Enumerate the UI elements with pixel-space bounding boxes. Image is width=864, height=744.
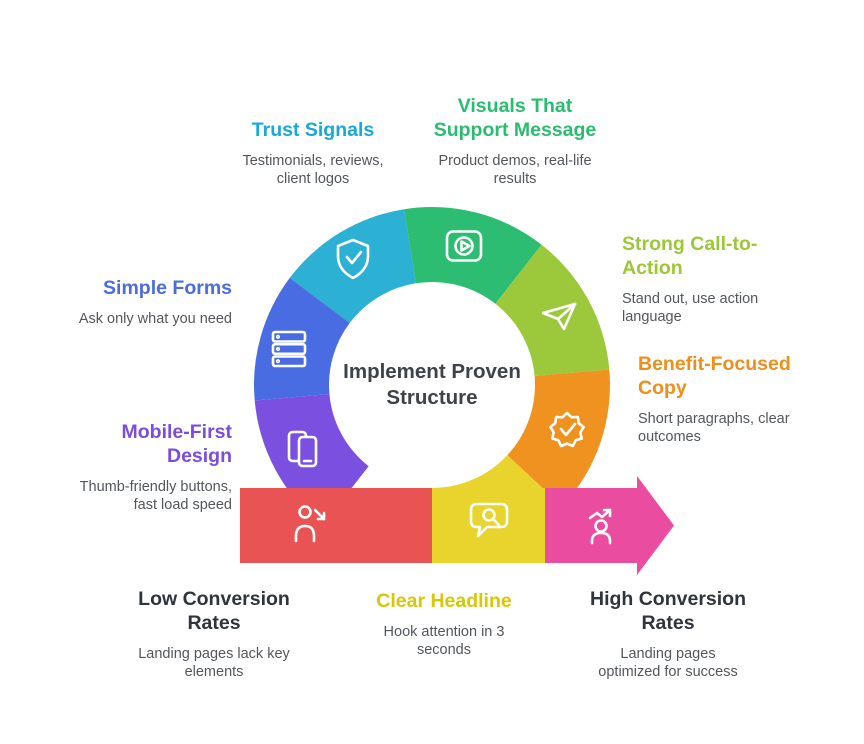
- simple-forms-desc: Ask only what you need: [78, 310, 232, 327]
- label-low-conversion: Low Conversion Rates Landing pages lack …: [104, 588, 324, 682]
- clear-headline-title: Clear Headline: [376, 590, 512, 612]
- clear-headline-desc: Hook attention in 3 seconds: [383, 623, 505, 659]
- label-strong-cta: Strong Call-to- Action Stand out, use ac…: [622, 233, 817, 327]
- benefit-copy-title: Benefit-Focused Copy: [638, 353, 791, 399]
- wedge-benefit-copy: [507, 369, 610, 507]
- low-conversion-desc: Landing pages lack key elements: [138, 645, 290, 681]
- high-conversion-title: High Conversion Rates: [589, 588, 746, 634]
- speech-search-icon: [469, 502, 509, 538]
- person-decline-icon: [294, 505, 326, 543]
- mobile-first-title: Mobile-First Design: [121, 421, 233, 467]
- mobile-first-desc: Thumb-friendly buttons, fast load speed: [79, 478, 232, 514]
- label-high-conversion: High Conversion Rates Landing pages opti…: [556, 588, 780, 682]
- benefit-copy-desc: Short paragraphs, clear outcomes: [638, 410, 790, 446]
- wedge-trust-signals: [289, 209, 416, 323]
- band-arrow-high-conversion: [545, 476, 674, 575]
- visuals-support-title: Visuals That Support Message: [433, 95, 597, 141]
- form-fields-icon: [271, 330, 307, 368]
- band-low-conversion: [240, 488, 432, 563]
- low-conversion-title: Low Conversion Rates: [138, 588, 290, 634]
- wedge-simple-forms: [254, 277, 350, 401]
- label-clear-headline: Clear Headline Hook attention in 3 secon…: [334, 590, 554, 660]
- label-mobile-first: Mobile-First Design Thumb-friendly butto…: [22, 421, 232, 515]
- simple-forms-title: Simple Forms: [103, 277, 232, 299]
- label-visuals-support: Visuals That Support Message Product dem…: [395, 95, 635, 189]
- person-growth-icon: [588, 508, 612, 545]
- badge-check-icon: [549, 411, 585, 448]
- diagram-center-title: Implement Proven Structure: [343, 360, 521, 410]
- band-clear-headline: [432, 488, 545, 563]
- wedge-visuals-support: [404, 207, 542, 304]
- strong-cta-desc: Stand out, use action language: [622, 290, 759, 326]
- trust-signals-desc: Testimonials, reviews, client logos: [242, 152, 384, 188]
- trust-signals-title: Trust Signals: [251, 119, 375, 141]
- strong-cta-title: Strong Call-to- Action: [622, 233, 758, 279]
- label-benefit-copy: Benefit-Focused Copy Short paragraphs, c…: [638, 353, 833, 447]
- visuals-support-desc: Product demos, real-life results: [438, 152, 592, 188]
- shield-check-icon: [336, 238, 370, 280]
- click-action-icon: [541, 302, 577, 331]
- label-trust-signals: Trust Signals Testimonials, reviews, cli…: [193, 119, 433, 189]
- high-conversion-desc: Landing pages optimized for success: [598, 645, 738, 681]
- smartphone-icon: [287, 430, 318, 468]
- label-simple-forms: Simple Forms Ask only what you need: [22, 277, 232, 328]
- video-demo-icon: [445, 230, 483, 262]
